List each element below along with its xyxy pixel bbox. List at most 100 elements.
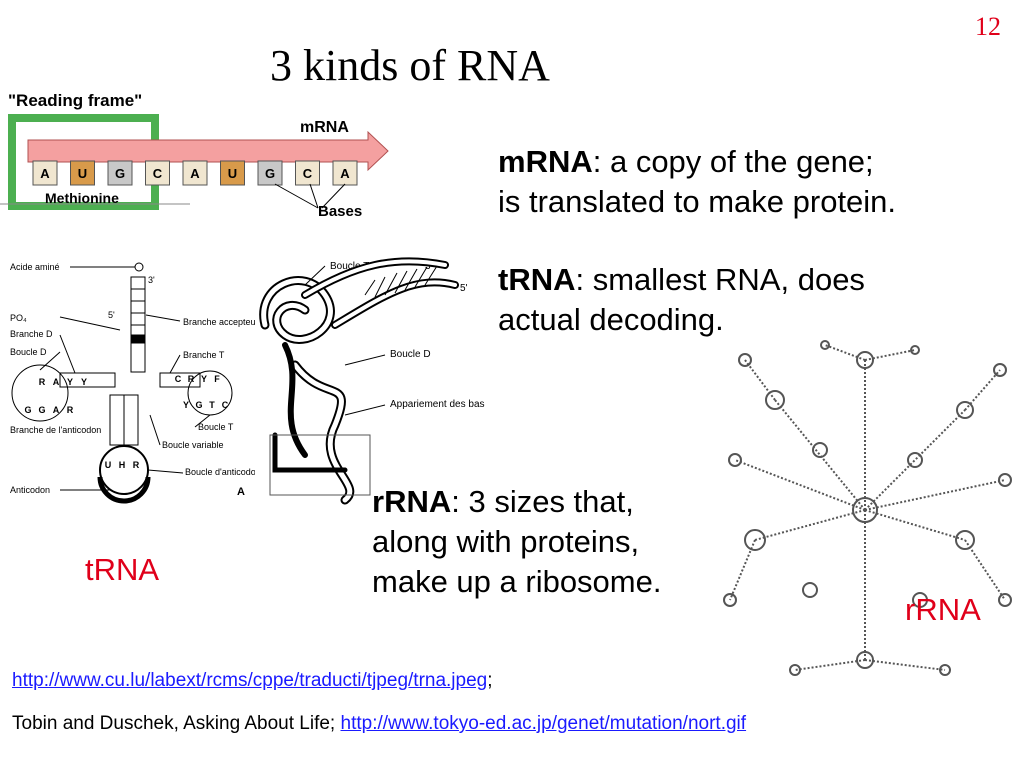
mrna-description: mRNA: a copy of the gene; is translated … <box>498 142 1018 222</box>
trna-image-link[interactable]: http://www.cu.lu/labext/rcms/cppe/traduc… <box>12 670 488 691</box>
rrna-stem <box>744 359 776 401</box>
rrna-loop <box>820 340 830 350</box>
rrna-loop <box>939 664 951 676</box>
trna-letter-d-loop: Y <box>81 377 87 387</box>
figure-a-label: A <box>237 486 245 498</box>
rrna-term: rRNA <box>372 484 452 519</box>
helix-five-prime-label: 5' <box>460 283 468 294</box>
reference-line-1: http://www.cu.lu/labext/rcms/cppe/traduc… <box>12 670 493 692</box>
rrna-desc-line1: : 3 sizes that, <box>451 484 634 519</box>
trna-letter-t-loop: C <box>222 400 229 410</box>
rrna-loop <box>956 401 974 419</box>
rrna-stem <box>964 539 1006 601</box>
trna-letter-d-loop: Y <box>67 377 73 387</box>
trna-letter-anticodon: H <box>119 460 126 470</box>
rrna-loop <box>910 345 920 355</box>
rrna-loop <box>802 582 818 598</box>
po4-label: PO₄ <box>10 313 27 323</box>
base-letter: C <box>153 166 163 181</box>
rrna-loop <box>856 351 874 369</box>
rrna-stem <box>729 539 756 601</box>
base-letter: U <box>228 166 237 181</box>
rrna-loop <box>765 390 785 410</box>
reference-line-2: Tobin and Duschek, Asking About Life; ht… <box>12 713 746 735</box>
trna-description: tRNA: smallest RNA, does actual decoding… <box>498 260 1018 340</box>
trna-figure-label: tRNA <box>85 552 160 587</box>
trna-term: tRNA <box>498 262 576 297</box>
trna-letter-d-loop: G <box>24 405 31 415</box>
rrna-loop <box>812 442 828 458</box>
base-box <box>32 160 58 186</box>
rrna-figure-label: rRNA <box>905 592 981 627</box>
rrna-loop <box>789 664 801 676</box>
trna-desc-line1: : smallest RNA, does <box>575 262 865 297</box>
base-box <box>182 160 208 186</box>
helix-three-prime-label: 3' <box>425 261 433 272</box>
trna-letter-anticodon: R <box>133 460 140 470</box>
citation-text: Tobin and Duschek, Asking About Life; <box>12 713 341 734</box>
rrna-stem <box>864 659 946 671</box>
helix-boucle-d-label: Boucle D <box>390 349 431 360</box>
rrna-stem <box>864 509 966 541</box>
branche-anticodon-label: Branche de l'anticodon <box>10 425 101 435</box>
boucle-variable-label: Boucle variable <box>162 440 224 450</box>
trna-3d-helix-figure: Boucle T 3' 5' Boucle D Appariement des … <box>259 257 485 505</box>
trna-letter-d-loop: R <box>39 377 46 387</box>
trna-letter-anticodon: U <box>105 460 112 470</box>
base-box <box>332 160 358 186</box>
base-box <box>257 160 283 186</box>
rrna-structure-figure <box>723 340 1012 676</box>
branche-d-label: Branche D <box>10 329 53 339</box>
branche-t-label: Branche T <box>183 350 225 360</box>
branche-accepteur-label: Branche accepteur <box>183 317 255 327</box>
rrna-stem <box>754 509 866 541</box>
rrna-description: rRNA: 3 sizes that, along with proteins,… <box>372 482 752 602</box>
rrna-loop <box>856 651 874 669</box>
rrna-desc-line2: along with proteins, <box>372 524 640 559</box>
base-box <box>295 160 320 186</box>
mrna-desc-line1: : a copy of the gene; <box>592 144 874 179</box>
rrna-loop <box>723 593 737 607</box>
reading-frame-label: "Reading frame" <box>8 91 142 110</box>
reference-separator: ; <box>487 670 493 691</box>
trna-letter-t-loop: F <box>214 374 220 384</box>
rrna-loop <box>744 529 766 551</box>
base-letter: C <box>303 166 313 181</box>
base-letter: A <box>40 166 50 181</box>
mrna-label: mRNA <box>300 119 349 136</box>
methionine-label: Methionine <box>45 190 119 206</box>
slide-number: 12 <box>975 12 1001 41</box>
trna-letter-t-loop: R <box>188 374 195 384</box>
trna-desc-line2: actual decoding. <box>498 302 724 337</box>
rrna-stem <box>864 409 966 511</box>
rrna-loop <box>852 497 878 523</box>
rrna-loop <box>912 592 928 608</box>
slide-title: 3 kinds of RNA <box>270 41 550 90</box>
anticodon-label: Anticodon <box>10 485 50 495</box>
trna-letter-t-loop: G <box>195 400 202 410</box>
rrna-loop <box>998 473 1012 487</box>
base-box <box>70 160 95 186</box>
rrna-loop <box>998 593 1012 607</box>
rrna-stem <box>734 459 866 511</box>
boucle-anticodon-label: Boucle d'anticodon <box>185 467 255 477</box>
rrna-image-link[interactable]: http://www.tokyo-ed.ac.jp/genet/mutation… <box>340 713 747 734</box>
bases-label: Bases <box>318 203 362 220</box>
trna-letter-d-loop: A <box>53 405 60 415</box>
rrna-loop <box>955 530 975 550</box>
boucle-t-label: Boucle T <box>198 422 234 432</box>
rrna-loop <box>738 353 752 367</box>
helix-appariement-label: Appariement des bases <box>390 399 485 410</box>
base-box <box>107 160 133 186</box>
rrna-stem <box>824 344 866 361</box>
trna-letter-t-loop: T <box>209 400 215 410</box>
trna-letter-t-loop: Y <box>183 400 189 410</box>
acide-amine-label: Acide aminé <box>10 262 60 272</box>
boucle-d-label: Boucle D <box>10 347 47 357</box>
base-letter: A <box>190 166 200 181</box>
rrna-loop <box>728 453 742 467</box>
rrna-stem <box>794 659 866 671</box>
five-prime-label: 5' <box>108 310 115 320</box>
